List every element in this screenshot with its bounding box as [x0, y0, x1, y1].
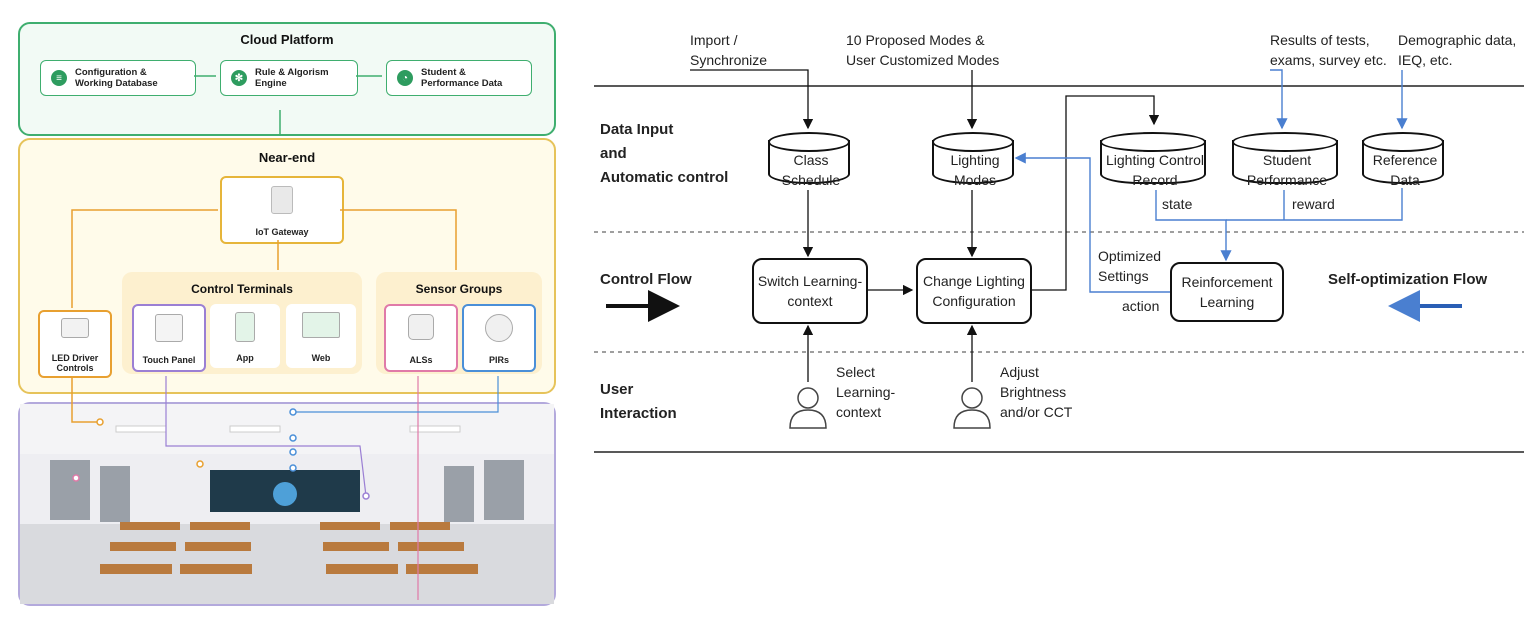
rule-engine-label: Rule & Algorism Engine [255, 67, 329, 89]
adjust-brightness-label: Adjust Brightness and/or CCT [1000, 364, 1073, 420]
rule-engine-box: ✻ Rule & Algorism Engine [220, 60, 358, 96]
config-database-label: Configuration & Working Database [75, 67, 158, 89]
self-optimization-label: Self-optimization Flow [1328, 271, 1488, 288]
classroom-scene [20, 404, 554, 604]
phone-app-icon [235, 312, 255, 342]
reference-data-database: Reference Data [1362, 132, 1444, 190]
change-lighting-configuration-node: Change Lighting Configuration [916, 258, 1032, 324]
app-label: App [236, 353, 254, 363]
student-data-label: Student & Performance Data [421, 67, 503, 89]
light-sensor-icon [408, 314, 434, 340]
touch-panel-box: Touch Panel [132, 304, 206, 372]
class-schedule-database: Class Schedule [768, 132, 850, 190]
lighting-modes-label: Lighting Modes [950, 152, 1000, 188]
sensor-groups-group: Sensor Groups ALSs PIRs [376, 272, 542, 374]
select-learning-context-label: Select Learning- context [836, 364, 896, 420]
cloud-platform-panel: Cloud Platform ≡ Configuration & Working… [18, 22, 556, 136]
user-adjust-icon [953, 387, 991, 429]
class-schedule-label: Class Schedule [781, 152, 841, 188]
touch-panel-icon [155, 314, 183, 342]
cloud-platform-title: Cloud Platform [240, 32, 334, 47]
student-performance-database: Student Performance [1232, 132, 1338, 190]
web-label: Web [311, 353, 331, 363]
sensor-groups-title: Sensor Groups [415, 282, 503, 296]
left-connectors [71, 75, 499, 600]
user-select-icon [789, 387, 827, 429]
pir-label: PIRs [488, 355, 509, 365]
near-end-panel: Near-end IoT Gateway Control Terminals T… [18, 138, 556, 394]
lighting-modes-database: Lighting Modes [932, 132, 1014, 190]
reward-label: reward [1292, 196, 1335, 212]
row-user-interaction-label: User Interaction [600, 381, 677, 422]
app-box: App [210, 304, 280, 368]
lighting-control-record-database: Lighting Control Record [1100, 132, 1206, 190]
reinforcement-learning-node: Reinforcement Learning [1170, 262, 1284, 322]
als-box: ALSs [384, 304, 458, 372]
gateway-device-icon [271, 186, 293, 214]
near-end-title: Near-end [258, 150, 316, 165]
database-icon: ≡ [51, 70, 67, 86]
pir-box: PIRs [462, 304, 536, 372]
student-data-box: ◔ Student & Performance Data [386, 60, 532, 96]
gear-icon: ✻ [231, 70, 247, 86]
als-label: ALSs [409, 355, 433, 365]
optimized-settings-label: Optimized Settings [1098, 248, 1162, 284]
touch-panel-label: Touch Panel [142, 355, 196, 365]
results-label: Results of tests, exams, survey etc. [1270, 32, 1387, 68]
demographic-label: Demographic data, IEQ, etc. [1398, 32, 1517, 68]
reference-data-label: Reference Data [1372, 152, 1438, 188]
motion-sensor-icon [485, 314, 513, 342]
led-driver-box: LED Driver Controls [38, 310, 112, 378]
classroom-illustration [18, 402, 556, 606]
iot-gateway-box: IoT Gateway [220, 176, 344, 244]
lighting-control-record-label: Lighting Control Record [1105, 152, 1205, 188]
state-label: state [1162, 196, 1193, 212]
row-data-input-label: Data Input and Automatic control [600, 121, 729, 186]
iot-gateway-label: IoT Gateway [255, 227, 309, 237]
student-performance-label: Student Performance [1246, 152, 1328, 188]
web-dashboard-icon [302, 312, 340, 338]
switch-learning-context-node: Switch Learning- context [752, 258, 868, 324]
action-label: action [1122, 298, 1160, 314]
import-synchronize-label: Import / Synchronize [690, 32, 768, 68]
control-terminals-group: Control Terminals Touch Panel App Web [122, 272, 362, 374]
led-driver-icon [61, 318, 89, 338]
led-driver-label: LED Driver Controls [51, 353, 99, 373]
pie-chart-icon: ◔ [397, 70, 413, 86]
config-database-box: ≡ Configuration & Working Database [40, 60, 196, 96]
control-terminals-title: Control Terminals [191, 282, 293, 296]
web-box: Web [286, 304, 356, 368]
row-control-flow-label: Control Flow [600, 271, 692, 288]
modes-label: 10 Proposed Modes & User Customized Mode… [846, 32, 1000, 68]
